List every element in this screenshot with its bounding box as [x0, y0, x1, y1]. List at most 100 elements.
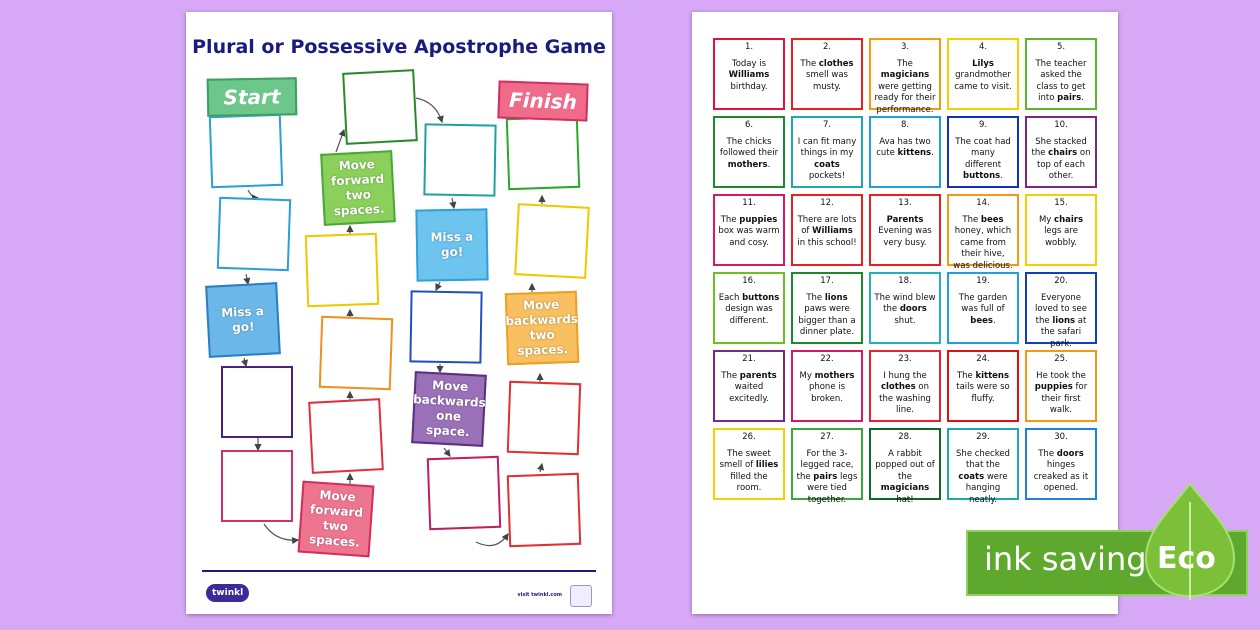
- card-keyword: magicians: [880, 70, 930, 80]
- question-card: 30.The doors hinges creaked as it opened…: [1025, 428, 1097, 500]
- card-keyword: Williams: [812, 226, 853, 236]
- question-card: 3.The magicians were getting ready for t…: [869, 38, 941, 115]
- start-label: Start: [206, 77, 298, 117]
- card-keyword: puppies: [739, 214, 778, 225]
- game-board-page: Plural or Possessive Apostrophe Game Mis…: [186, 12, 612, 614]
- card-number: 13.: [898, 198, 912, 208]
- card-keyword: lions: [824, 292, 848, 303]
- card-text: waited excitedly.: [729, 382, 769, 404]
- card-text: shut.: [894, 315, 916, 326]
- card-number: 26.: [742, 432, 756, 442]
- card-number: 20.: [1054, 276, 1068, 286]
- question-card: 24.The kittens tails were so fluffy.: [947, 350, 1019, 422]
- question-card: 21.The parents waited excitedly.: [713, 350, 785, 422]
- card-keyword: clothes: [880, 382, 916, 392]
- card-number: 3.: [900, 42, 910, 52]
- question-card: 20.Everyone loved to see the lions at th…: [1025, 272, 1097, 349]
- question-card: 29.She checked that the coats were hangi…: [947, 428, 1019, 505]
- card-keyword: lions: [1052, 315, 1076, 326]
- card-text: Ava has two cute: [876, 136, 931, 159]
- card-text: pockets!: [808, 171, 846, 181]
- card-text: The: [806, 292, 825, 303]
- quality-badge-icon: [570, 585, 592, 607]
- card-keyword: chairs: [1054, 214, 1084, 225]
- card-text: The: [962, 214, 981, 225]
- board-space: [216, 196, 292, 272]
- action-space: Move forward two spaces.: [320, 150, 396, 226]
- card-text: on top of each other.: [1036, 148, 1091, 181]
- card-text: My: [799, 370, 815, 381]
- card-keyword: coats: [958, 471, 985, 482]
- card-text: phone is broken.: [808, 382, 846, 404]
- card-keyword: kittens: [975, 370, 1010, 381]
- question-card: 25.He took the puppies for their first w…: [1025, 350, 1097, 422]
- card-text: tails were so fluffy.: [956, 382, 1010, 404]
- card-text: filled the room.: [730, 471, 768, 494]
- card-keyword: doors: [1056, 448, 1084, 459]
- card-text: Evening was very busy.: [878, 226, 932, 248]
- card-text: birthday.: [730, 81, 768, 92]
- card-text: There are lots of: [797, 214, 857, 237]
- question-card: 27.For the 3-legged race, the pairs legs…: [791, 428, 863, 505]
- card-keyword: Lilys: [972, 58, 994, 69]
- board-space: [221, 450, 293, 522]
- card-text: I can fit many things in my: [797, 136, 857, 159]
- card-text: She stacked the: [1031, 136, 1087, 159]
- board-space: [342, 69, 418, 145]
- card-text: .: [992, 315, 996, 326]
- question-card: 7.I can fit many things in my coats pock…: [791, 116, 863, 188]
- action-space: Miss a go!: [415, 208, 489, 282]
- card-text: were getting ready for their performance…: [874, 81, 936, 115]
- question-card: 12.There are lots of Williams in this sc…: [791, 194, 863, 266]
- card-number: 21.: [742, 354, 756, 364]
- card-text: hat!: [896, 494, 914, 505]
- card-text: legs were tied together.: [807, 471, 858, 505]
- board-space: [304, 232, 380, 308]
- card-number: 7.: [822, 120, 832, 130]
- card-number: 30.: [1054, 432, 1068, 442]
- card-number: 4.: [978, 42, 988, 52]
- question-card: 28.A rabbit popped out of the magicians …: [869, 428, 941, 505]
- board-space: [506, 472, 582, 548]
- card-text: honey, which came from their hive, was d…: [953, 226, 1013, 271]
- question-card: 17.The lions paws were bigger than a din…: [791, 272, 863, 344]
- card-number: 5.: [1056, 42, 1066, 52]
- card-text: hinges creaked as it opened.: [1033, 460, 1089, 493]
- card-number: 9.: [978, 120, 988, 130]
- card-keyword: buttons: [742, 292, 780, 303]
- card-text: .: [1000, 171, 1003, 181]
- card-number: 1.: [744, 42, 754, 52]
- board-space: [208, 113, 284, 189]
- leaf-icon: [1144, 482, 1236, 600]
- card-text: legs are wobbly.: [1044, 226, 1078, 248]
- board-space: [308, 398, 384, 474]
- card-text: The: [956, 370, 976, 381]
- board-space: [318, 315, 394, 391]
- card-number: 14.: [976, 198, 990, 208]
- question-card: 8.Ava has two cute kittens.: [869, 116, 941, 188]
- card-keyword: Williams: [728, 70, 770, 80]
- card-number: 28.: [898, 432, 912, 442]
- card-text: for their first walk.: [1041, 382, 1088, 415]
- board-space: [221, 366, 293, 438]
- card-text: The: [721, 370, 740, 381]
- question-card: 23.I hung the clothes on the washing lin…: [869, 350, 941, 422]
- card-number: 25.: [1054, 354, 1068, 364]
- visit-link[interactable]: visit twinkl.com: [517, 592, 562, 598]
- card-text: box was warm and cosy.: [718, 226, 780, 248]
- card-text: at the safari park.: [1040, 315, 1087, 349]
- card-text: She checked that the: [956, 448, 1010, 471]
- card-text: The garden was full of: [958, 292, 1008, 315]
- action-space: Move forward two spaces.: [297, 480, 375, 558]
- board-arrows: [241, 97, 546, 547]
- question-card: 2.The clothes smell was musty.: [791, 38, 863, 110]
- card-keyword: mothers: [814, 370, 855, 381]
- card-text: The: [720, 214, 740, 225]
- card-keyword: pairs: [1057, 93, 1082, 103]
- card-text: were hanging neatly.: [965, 471, 1008, 505]
- card-text: The teacher asked the class to get into: [1035, 58, 1087, 104]
- question-card: 22.My mothers phone is broken.: [791, 350, 863, 422]
- twinkl-logo: twinkl: [206, 584, 250, 602]
- card-keyword: Parents: [886, 214, 924, 225]
- card-keyword: lilies: [755, 460, 779, 470]
